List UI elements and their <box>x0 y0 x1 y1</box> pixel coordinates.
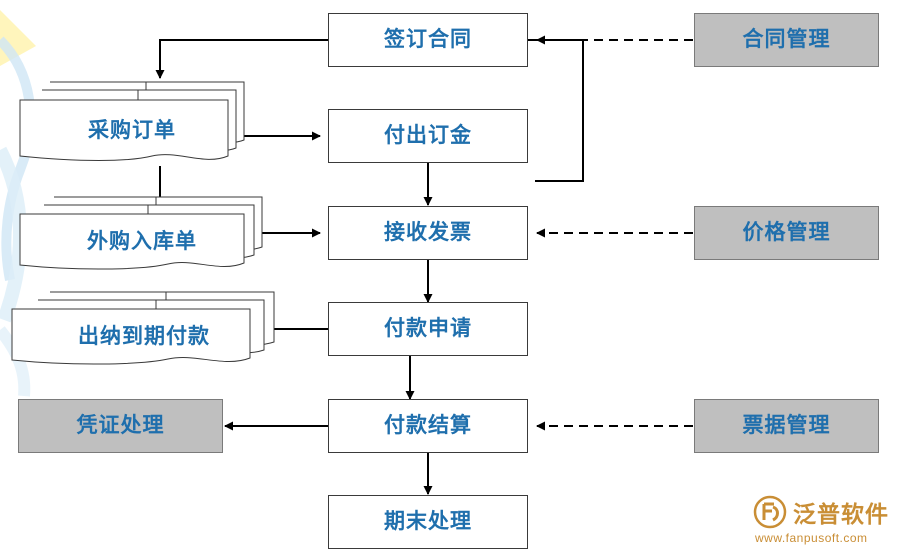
node-purchase-inbound[interactable]: 外购入库单 <box>18 195 266 280</box>
node-bill-mgmt-label: 票据管理 <box>742 414 831 438</box>
node-bill-mgmt[interactable]: 票据管理 <box>694 399 879 453</box>
node-period-end-label: 期末处理 <box>384 510 472 534</box>
node-period-end[interactable]: 期末处理 <box>328 495 528 549</box>
node-price-mgmt-label: 价格管理 <box>742 221 831 245</box>
node-cashier-due-payment[interactable]: 出纳到期付款 <box>10 290 278 375</box>
node-pay-deposit[interactable]: 付出订金 <box>328 109 528 163</box>
node-contract-mgmt-label: 合同管理 <box>742 28 831 52</box>
node-payment-settlement[interactable]: 付款结算 <box>328 399 528 453</box>
node-payment-settlement-label: 付款结算 <box>384 414 472 438</box>
node-contract-mgmt[interactable]: 合同管理 <box>694 13 879 67</box>
node-purchase-order[interactable]: 采购订单 <box>18 78 246 170</box>
watermark-logo: 泛普软件 www.fanpusoft.com <box>753 495 889 545</box>
node-sign-contract-label: 签订合同 <box>384 28 472 52</box>
node-purchase-inbound-label: 外购入库单 <box>87 230 197 253</box>
node-pay-deposit-label: 付出订金 <box>384 124 472 148</box>
edge-sign-contract-to-purchase-order <box>155 39 328 79</box>
node-price-mgmt[interactable]: 价格管理 <box>694 206 879 260</box>
brand-name: 泛普软件 <box>793 501 889 527</box>
brand-url: www.fanpusoft.com <box>755 531 868 545</box>
node-payment-request[interactable]: 付款申请 <box>328 302 528 356</box>
node-cashier-due-payment-label: 出纳到期付款 <box>78 325 210 348</box>
node-voucher-process-label: 凭证处理 <box>76 414 165 438</box>
node-receive-invoice[interactable]: 接收发票 <box>328 206 528 260</box>
node-sign-contract[interactable]: 签订合同 <box>328 13 528 67</box>
brand-mark-icon <box>753 495 787 529</box>
node-receive-invoice-label: 接收发票 <box>384 221 472 245</box>
node-payment-request-label: 付款申请 <box>384 317 472 341</box>
node-voucher-process[interactable]: 凭证处理 <box>18 399 223 453</box>
node-purchase-order-label: 采购订单 <box>88 119 176 142</box>
edge-sign-contract-to-pay-deposit-wrap <box>528 39 584 182</box>
